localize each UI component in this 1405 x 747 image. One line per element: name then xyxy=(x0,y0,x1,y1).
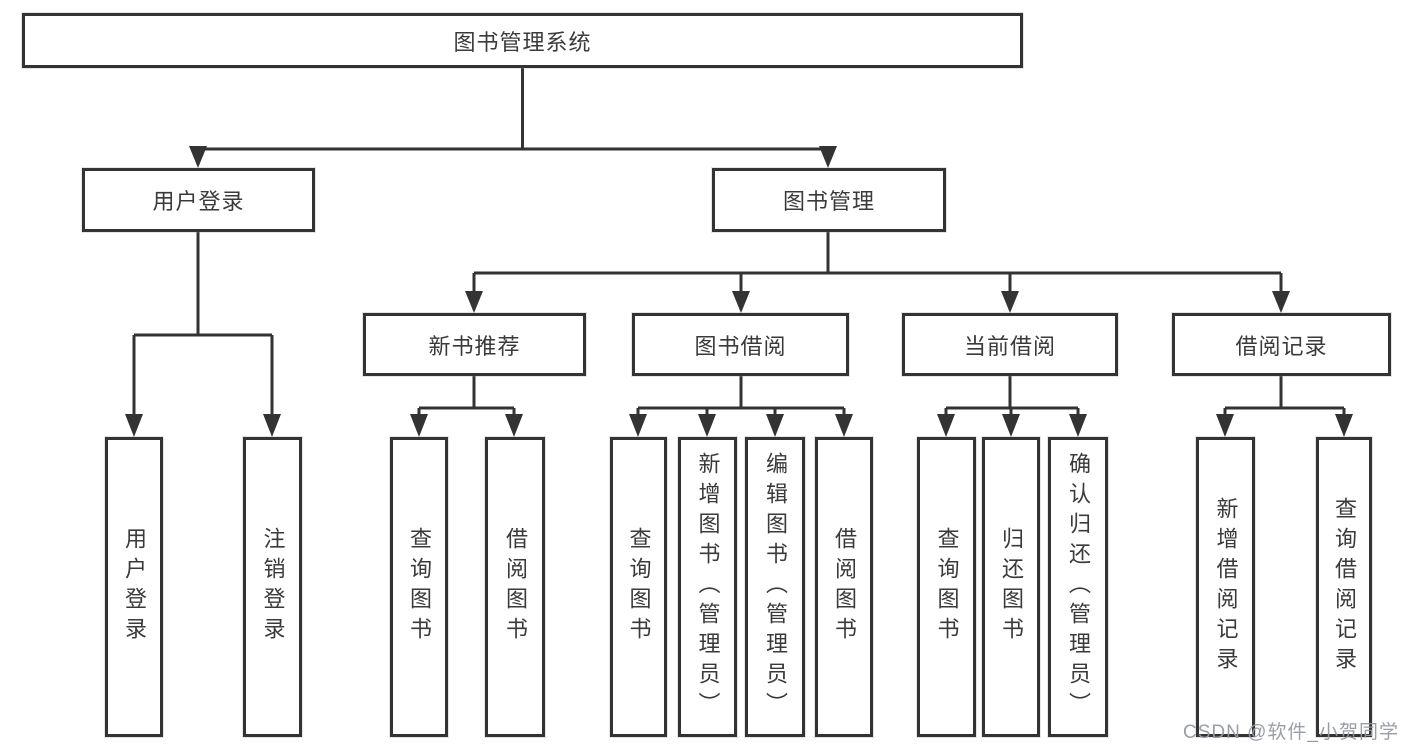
node-library-system: 图书管理系统 xyxy=(22,13,1023,68)
node-label: 归还图书 xyxy=(999,527,1024,647)
node-borrow-record: 借阅记录 xyxy=(1172,313,1391,376)
leaf-user-login: 用户登录 xyxy=(105,437,163,737)
leaf-edit-books-admin: 编辑图书（管理员） xyxy=(745,437,805,737)
leaf-query-books-recommend: 查询图书 xyxy=(390,437,448,737)
node-user-login: 用户登录 xyxy=(82,168,315,232)
leaf-confirm-return-admin: 确认归还（管理员） xyxy=(1048,437,1108,737)
node-label: 图书借阅 xyxy=(694,333,787,359)
node-label: 新书推荐 xyxy=(428,333,521,359)
watermark: CSDN @软件_小贺同学 xyxy=(1183,722,1399,743)
node-label: 编辑图书（管理员） xyxy=(763,452,788,722)
node-label: 新增借阅记录 xyxy=(1213,497,1239,677)
node-label: 用户登录 xyxy=(152,189,245,214)
leaf-add-borrow-record: 新增借阅记录 xyxy=(1196,437,1255,737)
leaf-add-books-admin: 新增图书（管理员） xyxy=(678,437,737,737)
leaf-query-borrow-record: 查询借阅记录 xyxy=(1316,437,1372,737)
node-label: 确认归还（管理员） xyxy=(1066,452,1091,722)
node-label: 借阅记录 xyxy=(1235,333,1328,359)
node-label: 借阅图书 xyxy=(832,527,857,647)
node-label: 查询图书 xyxy=(934,527,960,647)
node-label: 借阅图书 xyxy=(503,527,528,647)
node-label: 图书管理系统 xyxy=(453,29,592,55)
node-label: 用户登录 xyxy=(122,527,147,647)
node-book-borrow: 图书借阅 xyxy=(632,313,849,376)
node-label: 查询图书 xyxy=(407,527,432,647)
node-label: 查询图书 xyxy=(626,527,652,647)
node-label: 当前借阅 xyxy=(963,333,1056,359)
leaf-return-books: 归还图书 xyxy=(982,437,1040,737)
node-book-management: 图书管理 xyxy=(712,168,946,232)
leaf-query-books-borrow: 查询图书 xyxy=(610,437,667,737)
node-current-borrow: 当前借阅 xyxy=(902,313,1118,376)
leaf-query-books-current: 查询图书 xyxy=(917,437,976,737)
node-new-book-recommend: 新书推荐 xyxy=(363,313,586,376)
leaf-borrow-books-borrow: 借阅图书 xyxy=(815,437,873,737)
leaf-logout-login: 注销登录 xyxy=(243,437,302,737)
node-label: 注销登录 xyxy=(260,527,286,647)
leaf-borrow-books-recommend: 借阅图书 xyxy=(485,437,545,737)
node-label: 图书管理 xyxy=(782,189,875,214)
node-label: 新增图书（管理员） xyxy=(695,452,721,722)
node-label: 查询借阅记录 xyxy=(1332,497,1357,677)
